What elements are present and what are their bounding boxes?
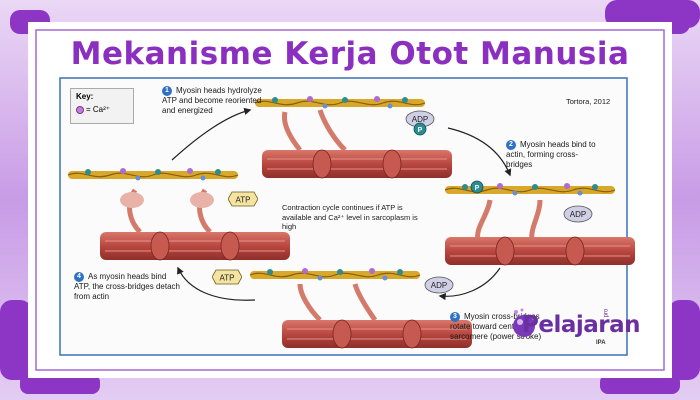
key-value-text: = Ca²⁺ — [86, 105, 111, 114]
step-text: As myosin heads bind ATP, the cross-brid… — [74, 272, 180, 301]
phosphate-badge: P — [413, 122, 427, 136]
atp-label: ATP — [236, 196, 251, 205]
adp-label: ADP — [412, 115, 428, 124]
logo-flask-icon — [513, 308, 535, 337]
credit: Tortora, 2012 — [566, 97, 611, 106]
step-text: Myosin cross-bridges rotate toward cente… — [450, 312, 542, 341]
center-text: Contraction cycle continues if ATP is av… — [282, 203, 418, 231]
panel-step3 — [249, 267, 473, 349]
adp-badge-right: ADP — [563, 205, 593, 223]
page-title: Mekanisme Kerja Otot Manusia — [70, 36, 630, 72]
calcium-dot-icon — [76, 105, 84, 114]
key-box: Key: = Ca²⁺ — [70, 88, 134, 124]
panel-step1 — [254, 95, 453, 179]
logo-sub: IPA — [596, 340, 606, 346]
atp-badge-top: ATP — [228, 191, 258, 207]
panel-step2 — [444, 182, 636, 266]
panel-step4 — [67, 167, 291, 261]
adp-label: ADP — [570, 210, 586, 219]
step-number: 1 — [162, 86, 172, 96]
key-label: Key: — [76, 92, 94, 101]
step-text: Myosin heads hydrolyze ATP and become re… — [162, 86, 262, 115]
step-number: 4 — [74, 272, 84, 282]
step-number: 2 — [506, 140, 516, 150]
logo-small: pro — [603, 308, 610, 318]
phosphate-label: P — [475, 185, 480, 192]
site-logo: Pelajaran pro IPA — [510, 304, 641, 350]
adp-label: ADP — [431, 281, 447, 290]
atp-badge-bottom: ATP — [212, 269, 242, 285]
atp-label: ATP — [220, 274, 235, 283]
key-value: = Ca²⁺ — [76, 105, 110, 114]
phosphate-label: P — [418, 127, 423, 134]
logo-text: Pelajaran — [522, 312, 641, 338]
step-number: 3 — [450, 312, 460, 322]
phosphate-badge-2: P — [470, 180, 484, 194]
step-text: Myosin heads bind to actin, forming cros… — [506, 140, 596, 169]
adp-badge-bottom: ADP — [424, 276, 454, 294]
